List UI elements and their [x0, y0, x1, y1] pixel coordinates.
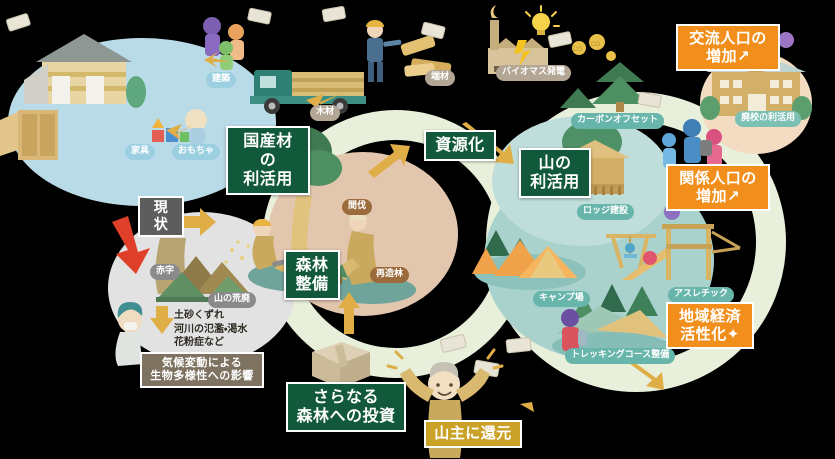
label-further-investment[interactable]: さらなる 森林への投資 [286, 382, 406, 432]
tree-icon [560, 62, 648, 112]
red-down-arrow-icon [112, 216, 150, 274]
damage-list-text: 土砂くずれ 河川の氾濫・渇水 花粉症など [174, 310, 248, 348]
label-exchange-population[interactable]: 交流人口の 増加↗ [676, 24, 780, 72]
svg-text:CO: CO [591, 42, 600, 48]
tag-campsite: キャンプ場 [533, 291, 590, 307]
tag-thinning: 間伐 [342, 199, 373, 215]
label-return-to-owner[interactable]: 山主に還元 [424, 420, 522, 448]
family-icon [662, 119, 722, 168]
tag-offcuts: 端材 [425, 70, 456, 86]
tag-athletic-playground: アスレチック [668, 287, 735, 303]
tag-mountain-devastation: 山の荒廃 [208, 292, 257, 308]
house-icon [24, 34, 146, 108]
tag-carbon-offset: カーボンオフセット [571, 113, 665, 129]
sick-woman-icon [115, 302, 144, 366]
forester-icon [328, 213, 416, 304]
label-domestic-timber-use[interactable]: 国産材の 利活用 [226, 126, 310, 195]
label-climate-biodiversity: 気候変動による 生物多様性への影響 [140, 352, 264, 388]
svg-text:CO: CO [573, 47, 582, 53]
swing-icon [606, 233, 656, 269]
slide-icon [622, 204, 741, 280]
tag-school-reuse: 廃校の利活用 [735, 111, 802, 127]
cardboard-box-icon [312, 342, 370, 388]
label-mountain-use[interactable]: 山の 利活用 [519, 148, 591, 198]
label-resource-conversion[interactable]: 資源化 [424, 130, 496, 161]
flow-arrow [166, 52, 664, 412]
label-forest-maintenance[interactable]: 森林 整備 [284, 250, 340, 300]
worker-icon [366, 20, 402, 82]
tag-biomass-power: バイオマス発電 [496, 65, 572, 81]
tag-lodge-construction: ロッジ建設 [577, 204, 635, 220]
banknote-icon [6, 5, 662, 378]
truck-icon [250, 70, 366, 114]
tag-trekking-course: トレッキングコース整備 [565, 348, 676, 364]
tag-toys: おもちゃ [172, 144, 221, 160]
family-icon [203, 17, 244, 70]
tent-icon [472, 230, 586, 290]
tag-lumber: 木材 [310, 105, 341, 121]
lightbulb-icon [514, 5, 560, 66]
tag-deficit: 赤字 [150, 264, 181, 280]
arrow-down-icon [150, 306, 174, 334]
label-current-state[interactable]: 現状 [138, 196, 184, 238]
furniture-icon [0, 110, 58, 160]
tag-architecture: 建築 [206, 72, 237, 88]
label-local-economy[interactable]: 地域経済 活性化✦ [666, 302, 754, 350]
tag-furniture: 家具 [125, 144, 156, 160]
tag-reforestation: 再造林 [370, 267, 410, 283]
coin-icon: CO CO [572, 34, 616, 61]
label-related-population[interactable]: 関係人口の 増加↗ [666, 164, 770, 212]
toy-blocks-icon [152, 109, 207, 144]
